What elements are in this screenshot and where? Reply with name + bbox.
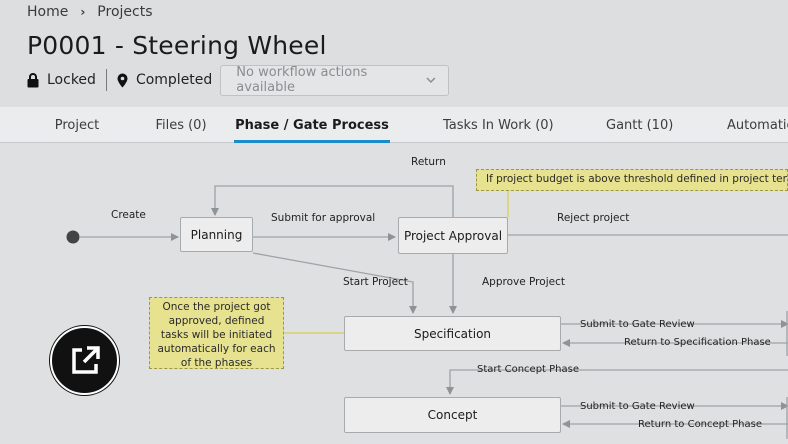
breadcrumb-projects-link[interactable]: Projects xyxy=(97,4,153,20)
label-submit-for-approval: Submit for approval xyxy=(271,212,376,224)
label-start-concept-phase: Start Concept Phase xyxy=(477,364,580,375)
label-create: Create xyxy=(111,209,146,221)
node-concept[interactable]: Concept xyxy=(344,397,561,433)
open-external-icon xyxy=(71,345,100,374)
edge-start-concept xyxy=(446,369,788,395)
page-title: P0001 - Steering Wheel xyxy=(27,31,327,60)
node-planning[interactable]: Planning xyxy=(180,217,253,252)
label-approve-project: Approve Project xyxy=(482,276,565,288)
tab-tasks-in-work[interactable]: Tasks In Work (0) xyxy=(443,118,554,133)
tab-phase-gate-process[interactable]: Phase / Gate Process xyxy=(234,107,390,143)
note-tasks-initiated: Once the project got approved, defined t… xyxy=(149,297,284,369)
label-start-project: Start Project xyxy=(343,276,408,288)
label-reject-project: Reject project xyxy=(557,212,630,224)
workflow-actions-dropdown[interactable]: No workflow actions available xyxy=(220,64,450,96)
open-external-button[interactable] xyxy=(50,326,119,395)
chevron-right-icon: › xyxy=(80,5,86,19)
status-divider xyxy=(105,69,107,91)
lock-status-label: Locked xyxy=(47,72,96,88)
label-submit-gate-review-2: Submit to Gate Review xyxy=(580,401,695,412)
tab-gantt[interactable]: Gantt (10) xyxy=(606,118,674,133)
map-pin-icon xyxy=(117,73,128,87)
tab-bar: Project Files (0) Phase / Gate Process T… xyxy=(0,107,788,143)
lifecycle-status: Completed xyxy=(117,72,212,88)
breadcrumb: Home › Projects xyxy=(27,4,153,20)
label-return-specification-phase: Return to Specification Phase xyxy=(624,337,771,348)
note-budget-threshold: If project budget is above threshold def… xyxy=(476,169,788,191)
label-submit-gate-review-1: Submit to Gate Review xyxy=(580,319,695,330)
tab-project[interactable]: Project xyxy=(54,118,100,133)
breadcrumb-home-link[interactable]: Home xyxy=(27,4,69,20)
start-node xyxy=(66,230,80,244)
lifecycle-status-label: Completed xyxy=(135,72,213,88)
lock-status: Locked xyxy=(27,72,96,88)
tab-automatic[interactable]: Automatic xyxy=(727,118,788,133)
edge-return xyxy=(211,185,454,217)
diagram-connectors xyxy=(66,185,788,439)
lock-icon xyxy=(27,72,39,87)
label-return: Return xyxy=(411,156,446,168)
phase-gate-diagram: Planning Project Approval Specification … xyxy=(0,144,788,444)
node-specification[interactable]: Specification xyxy=(344,316,561,351)
workflow-actions-value: No workflow actions available xyxy=(236,65,368,95)
tab-files[interactable]: Files (0) xyxy=(155,118,207,133)
chevron-down-icon xyxy=(426,77,436,83)
label-return-concept-phase: Return to Concept Phase xyxy=(638,419,762,430)
node-project-approval[interactable]: Project Approval xyxy=(398,217,508,254)
status-row: Locked Completed No workflow actions ava… xyxy=(27,64,450,96)
edge-start-project xyxy=(252,252,417,314)
